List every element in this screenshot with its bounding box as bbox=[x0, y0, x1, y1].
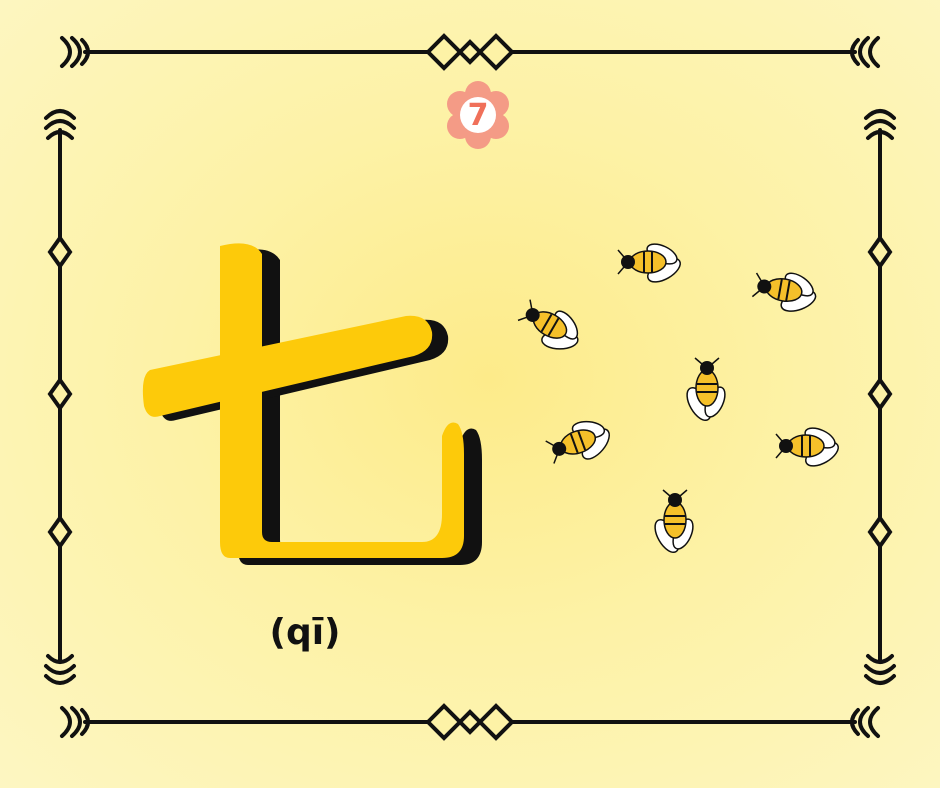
bee-icon bbox=[541, 407, 622, 477]
chinese-character: 七 bbox=[130, 220, 490, 580]
badge-number: 7 bbox=[467, 97, 489, 133]
bee-icon bbox=[617, 238, 686, 288]
bee-icon bbox=[681, 357, 731, 426]
number-badge: 7 bbox=[443, 80, 513, 150]
frame-ornament-bottom bbox=[425, 703, 515, 741]
frame-arrow-bl bbox=[60, 706, 90, 738]
flower-badge-icon bbox=[447, 81, 509, 149]
bee-icon bbox=[749, 262, 825, 322]
frame-side-diamonds bbox=[47, 234, 893, 550]
pinyin-label: (qī) bbox=[269, 612, 341, 653]
bee-icon bbox=[510, 289, 594, 366]
frame-arrow-tr bbox=[850, 36, 880, 68]
frame-arrow-br bbox=[850, 706, 880, 738]
bee-icon bbox=[775, 422, 844, 472]
bee-icon bbox=[649, 489, 699, 558]
bee-group bbox=[510, 238, 844, 558]
frame-ornament-top bbox=[425, 33, 515, 71]
character-qi-glyph bbox=[142, 243, 482, 566]
frame-arrow-tl bbox=[60, 36, 90, 68]
